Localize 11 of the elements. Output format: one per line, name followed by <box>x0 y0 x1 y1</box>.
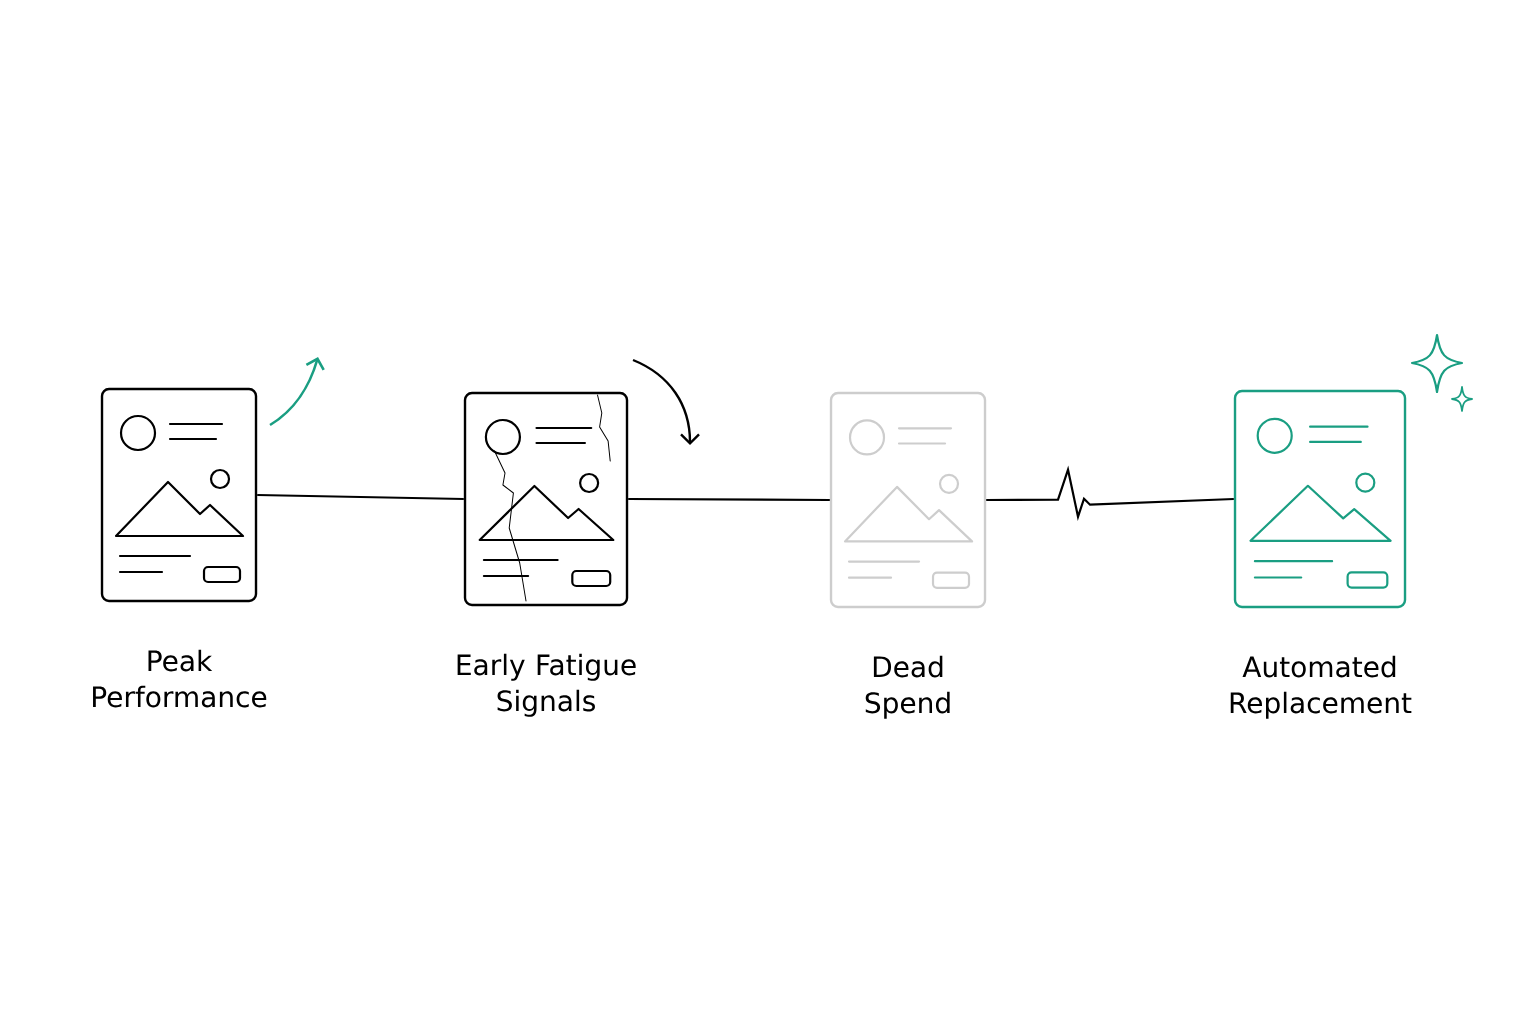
ad-card: Automated Replacement <box>1230 389 1412 719</box>
ad-card: Dead Spend <box>829 391 987 719</box>
ad-card: Early Fatigue Signals <box>457 391 636 717</box>
connector-line <box>257 493 464 501</box>
node-label: Early Fatigue Signals <box>457 653 636 717</box>
node-label: Automated Replacement <box>1230 655 1412 719</box>
ad-card: Peak Performance <box>93 387 267 708</box>
connector-line <box>628 497 830 502</box>
node-label: Peak Performance <box>93 649 267 708</box>
connector-line <box>986 465 1234 521</box>
node-label: Dead Spend <box>865 655 950 719</box>
